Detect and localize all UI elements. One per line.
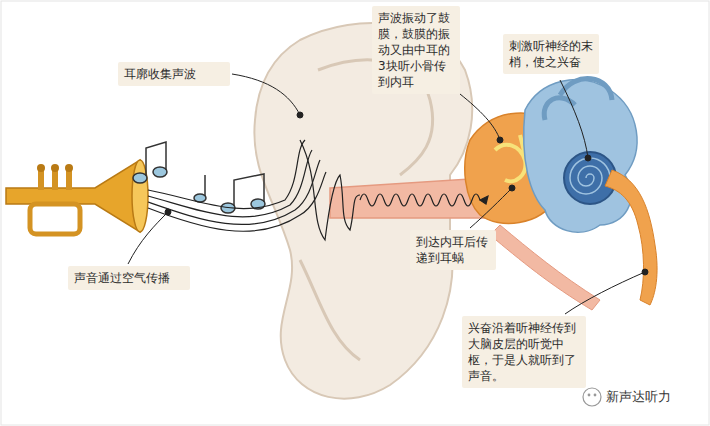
leader-line xyxy=(128,212,168,264)
callout-text: 到达内耳后传递到耳蜗 xyxy=(416,234,490,266)
callout-text: 刺激听神经的末梢，使之兴奋 xyxy=(509,38,593,70)
sound-wave xyxy=(148,140,488,240)
leader-line xyxy=(460,94,500,140)
callout-box: 到达内耳后传递到耳蜗 xyxy=(410,230,496,270)
wechat-icon xyxy=(583,388,601,406)
watermark: 新声达听力 xyxy=(606,388,671,406)
ear-lobe xyxy=(300,260,360,360)
inner-ear xyxy=(524,80,637,233)
callout-text: 声音通过空气传播 xyxy=(74,270,184,286)
leader-line xyxy=(232,74,300,115)
trumpet xyxy=(6,160,148,234)
callout-box: 耳廓收集声波 xyxy=(118,62,230,86)
callout-box: 声波振动了鼓膜，鼓膜的振动又由中耳的3块听小骨传到内耳 xyxy=(372,6,460,94)
leader-line xyxy=(470,188,512,228)
callout-box: 兴奋沿着听神经传到大脑皮层的听觉中枢，于是人就听到了声音。 xyxy=(462,316,586,388)
leader-line xyxy=(565,272,645,314)
callout-text: 耳廓收集声波 xyxy=(124,66,224,82)
leader-line xyxy=(560,80,588,158)
eustachian-tube xyxy=(490,225,600,310)
leader-lines xyxy=(128,74,648,314)
semicircular-canals xyxy=(544,79,612,120)
cochlea-spiral xyxy=(570,158,610,194)
callout-text: 声波振动了鼓膜，鼓膜的振动又由中耳的3块听小骨传到内耳 xyxy=(378,10,454,90)
auditory-nerve xyxy=(605,170,657,305)
callout-text: 兴奋沿着听神经传到大脑皮层的听觉中枢，于是人就听到了声音。 xyxy=(468,320,580,384)
callout-box: 刺激听神经的末梢，使之兴奋 xyxy=(503,34,599,74)
callout-box: 声音通过空气传播 xyxy=(68,266,190,290)
